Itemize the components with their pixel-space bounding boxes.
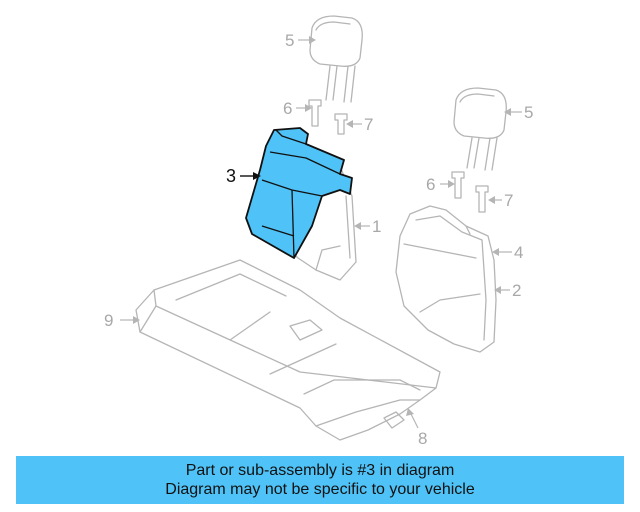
headrest-left: [309, 15, 363, 103]
parts-diagram: 5 6 7 5 6 7 1 4 2 9 8 3: [104, 15, 533, 448]
banner-line-disclaimer: Diagram may not be specific to your vehi…: [165, 481, 475, 498]
bolt-6a: [308, 99, 322, 127]
callout-4: 4: [514, 243, 523, 262]
callout-5a: 5: [285, 31, 294, 50]
callout-3: 3: [226, 166, 236, 186]
callout-1: 1: [372, 217, 381, 236]
seatback-cover-part-3: [245, 127, 353, 259]
banner-line-part: Part or sub-assembly is #3 in diagram: [185, 462, 455, 479]
headrest-right: [453, 87, 507, 171]
guide-7a: [334, 113, 348, 135]
seat-cushion: [135, 259, 441, 441]
callout-2: 2: [512, 281, 521, 300]
callout-7a: 7: [364, 115, 373, 134]
callout-6a: 6: [283, 99, 292, 118]
callout-5b: 5: [524, 103, 533, 122]
callout-leaders: [120, 36, 522, 429]
guide-7b: [475, 185, 489, 213]
callout-3-leader: [240, 172, 261, 180]
callout-8: 8: [418, 429, 427, 448]
callout-9: 9: [104, 311, 113, 330]
callout-6b: 6: [426, 175, 435, 194]
callout-7b: 7: [504, 191, 513, 210]
seat-back-right: [395, 205, 497, 353]
info-banner: Part or sub-assembly is #3 in diagram Di…: [16, 456, 624, 504]
bolt-6b: [451, 171, 465, 199]
